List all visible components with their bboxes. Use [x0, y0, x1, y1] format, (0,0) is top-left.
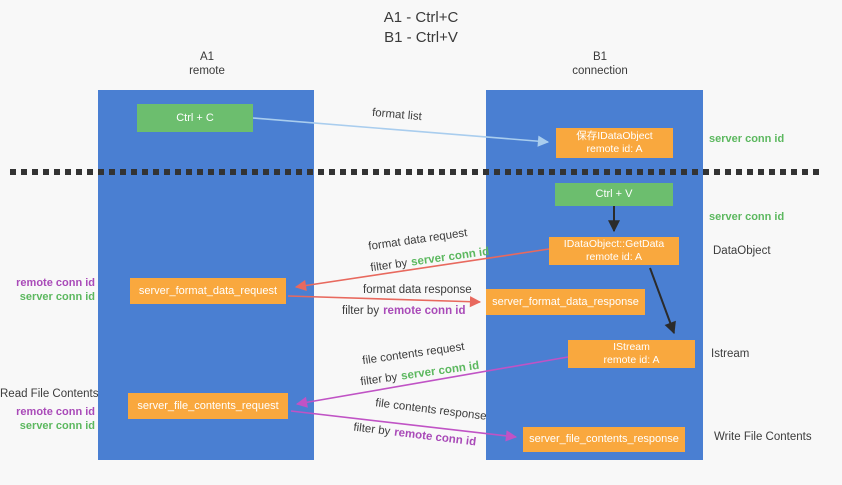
arrow-format-data-response: [287, 295, 482, 308]
lane-b1-name: B1: [592, 51, 608, 63]
remote-conn-id-text-1: remote conn id: [383, 305, 466, 317]
right-label-server-conn-id-2: server conn id: [709, 211, 785, 223]
node-getdata-line1: IDataObject::GetData: [563, 238, 665, 250]
node-istream-line1: IStream: [613, 341, 650, 353]
node-file-request-label: server_file_contents_request: [137, 399, 279, 412]
node-ctrl-v: Ctrl + V: [555, 183, 673, 206]
filter-by-text-3: filter by: [359, 371, 399, 389]
right-label-write-file-contents: Write File Contents: [714, 431, 812, 443]
remote-conn-id-text-2: remote conn id: [393, 426, 477, 449]
node-server-file-contents-response: server_file_contents_response: [523, 427, 685, 452]
node-idataobject-getdata: IDataObject::GetData remote id: A: [549, 237, 679, 265]
left-remote-conn-id-1: remote conn id: [16, 277, 95, 289]
lane-a1-subtitle: remote: [189, 65, 225, 77]
node-ctrl-c: Ctrl + C: [137, 104, 253, 132]
node-save-idataobject-line1: 保存IDataObject: [576, 130, 653, 142]
left-remote-conn-id-2: remote conn id: [16, 406, 95, 418]
right-label-istream: Istream: [711, 348, 750, 360]
label-filter-remote-conn-1: filter by remote conn id: [342, 305, 466, 317]
node-server-format-data-request: server_format_data_request: [130, 278, 286, 304]
node-server-format-data-response: server_format_data_response: [486, 289, 645, 315]
dotted-separator: [10, 169, 823, 175]
node-getdata-line2: remote id: A: [585, 251, 643, 263]
left-server-conn-id-2: server conn id: [19, 419, 95, 432]
node-ctrl-c-label: Ctrl + C: [176, 111, 214, 124]
lane-header-a1: A1 remote: [147, 50, 267, 78]
label-filter-remote-conn-2: filter by remote conn id: [353, 422, 477, 449]
filter-by-text-2: filter by: [342, 305, 380, 317]
left-server-conn-id-1: server conn id: [19, 290, 95, 303]
left-label-group-1: remote conn id server conn id: [0, 277, 95, 304]
node-format-request-label: server_format_data_request: [138, 284, 278, 297]
lane-b1-subtitle: connection: [572, 65, 628, 77]
node-ctrl-v-label: Ctrl + V: [595, 188, 633, 200]
label-format-list: format list: [371, 106, 423, 124]
label-format-data-response: format data response: [363, 284, 472, 296]
diagram-title: A1 - Ctrl+C B1 - Ctrl+V: [0, 8, 842, 48]
title-line-1: A1 - Ctrl+C: [383, 9, 459, 26]
left-label-read-file: Read File Contents: [0, 388, 99, 402]
filter-by-text-1: filter by: [369, 257, 409, 275]
node-server-file-contents-request: server_file_contents_request: [128, 393, 288, 419]
right-label-server-conn-id-1: server conn id: [709, 133, 785, 145]
filter-by-text-4: filter by: [352, 421, 391, 438]
server-conn-id-text-2: server conn id: [400, 359, 480, 383]
lane-a1-name: A1: [199, 51, 215, 63]
node-save-idataobject: 保存IDataObject remote id: A: [556, 128, 673, 158]
lane-header-b1: B1 connection: [540, 50, 660, 78]
node-istream: IStream remote id: A: [568, 340, 695, 368]
label-format-data-request: format data request: [367, 227, 469, 253]
right-label-dataobject: DataObject: [713, 245, 771, 257]
node-file-response-label: server_file_contents_response: [529, 433, 679, 445]
label-file-contents-response: file contents response: [374, 397, 488, 423]
left-read-file-contents: Read File Contents: [0, 388, 99, 400]
left-label-group-2: remote conn id server conn id: [0, 406, 95, 433]
node-format-response-label: server_format_data_response: [492, 295, 639, 308]
title-line-2: B1 - Ctrl+V: [384, 29, 458, 46]
node-save-idataobject-line2: remote id: A: [586, 143, 643, 155]
server-conn-id-text-1: server conn id: [410, 245, 490, 269]
node-istream-line2: remote id: A: [603, 354, 660, 366]
